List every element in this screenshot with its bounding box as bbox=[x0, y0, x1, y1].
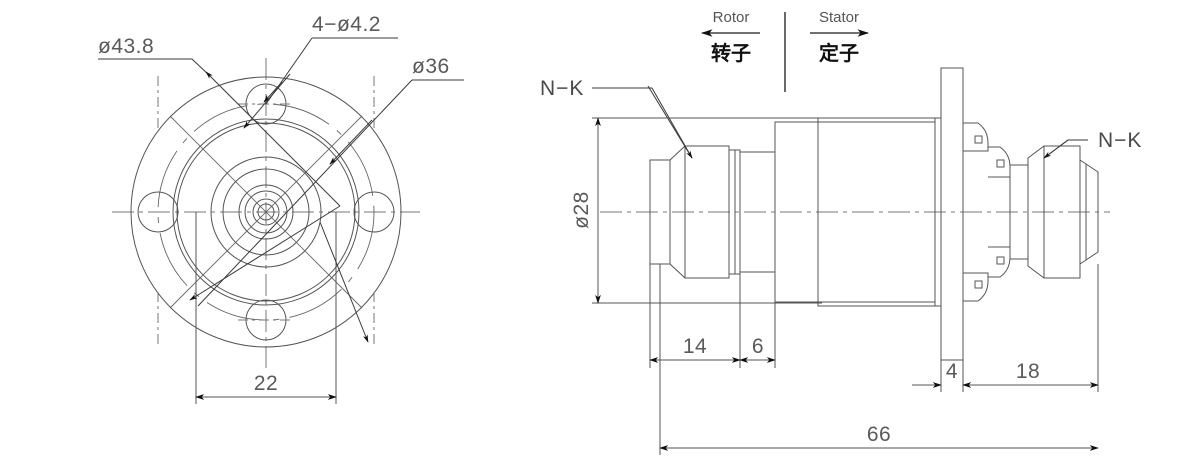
dim-6-text: 6 bbox=[752, 335, 764, 358]
rotor-label-cn: 转子 bbox=[711, 41, 751, 65]
dim-18-text: 18 bbox=[1016, 360, 1040, 383]
flange-outer-circle bbox=[130, 76, 402, 348]
dim-36-arrow-b bbox=[319, 221, 369, 343]
lug-bottom-inner-screw bbox=[996, 256, 1005, 265]
pin-circle-outer bbox=[252, 198, 280, 226]
flange-plate bbox=[940, 67, 964, 361]
flange-mounting-lugs bbox=[963, 122, 1011, 302]
nk-left-leader bbox=[592, 87, 693, 159]
rotor-label-en: Rotor bbox=[713, 9, 750, 26]
boss-circle-outer bbox=[238, 184, 294, 240]
hub-circle-outer bbox=[210, 156, 322, 268]
nk-left-label: N−K bbox=[540, 77, 584, 100]
dim-4x4-2-arrow-top bbox=[263, 81, 283, 103]
stator-label-cn: 定子 bbox=[819, 41, 859, 65]
nk-right-leader bbox=[1043, 139, 1088, 159]
lug-top-inner bbox=[988, 146, 1011, 178]
dim-66-text: 66 bbox=[867, 423, 891, 446]
lug-top-outer bbox=[963, 122, 989, 152]
lug-bottom-outer bbox=[963, 272, 989, 302]
lug-top-inner-screw bbox=[996, 159, 1005, 168]
lug-bottom-inner bbox=[988, 246, 1011, 278]
dim-43-8-leader bbox=[98, 58, 211, 77]
body-circle-inner bbox=[176, 122, 356, 302]
dim-4x4-2-arrow-body bbox=[243, 73, 291, 129]
dim-43-8-text: ø43.8 bbox=[98, 35, 154, 58]
dim-43-8-arrow-b bbox=[189, 205, 341, 301]
dim-4-text: 4 bbox=[946, 360, 958, 383]
stator-end-cap bbox=[1079, 159, 1099, 265]
pin-circle-inner bbox=[257, 203, 275, 221]
dim-22-text: 22 bbox=[254, 372, 278, 395]
front-diagonal-b bbox=[169, 115, 363, 309]
dim-36-text: ø36 bbox=[412, 55, 450, 78]
stator-label-en: Stator bbox=[819, 9, 859, 26]
nk-right-label: N−K bbox=[1098, 129, 1142, 152]
lug-top-outer-screw bbox=[974, 135, 983, 144]
nk-left-arrow bbox=[647, 85, 693, 159]
dim-36-arrow-a bbox=[329, 119, 373, 165]
mounting-hole-right bbox=[353, 191, 395, 233]
hub-circle-mid bbox=[222, 168, 310, 256]
dim-14-text: 14 bbox=[683, 335, 707, 358]
dim-28-text: ø28 bbox=[570, 191, 593, 229]
lug-bottom-outer-screw bbox=[974, 280, 983, 289]
dim-4x4-2-text: 4−ø4.2 bbox=[312, 13, 381, 36]
mounting-hole-left bbox=[137, 191, 179, 233]
dim-43-8-arrow-a bbox=[205, 71, 341, 207]
front-view-group: 22 ø43.8 4−ø4.2 ø36 bbox=[98, 13, 464, 404]
bolt-circle bbox=[157, 103, 375, 321]
side-view-group: Rotor 转子 Stator 定子 bbox=[540, 9, 1142, 455]
dim-36-leader bbox=[197, 79, 413, 307]
body-circle-outer bbox=[172, 118, 360, 306]
nk-right-arrow bbox=[1043, 139, 1069, 159]
